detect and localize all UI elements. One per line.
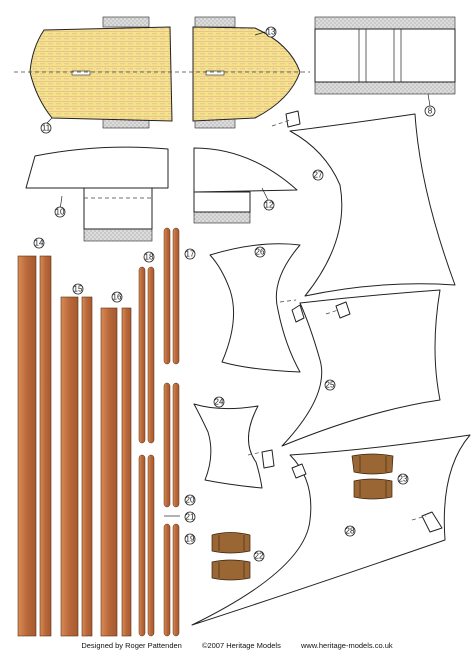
- part-label-23: 23: [397, 473, 409, 485]
- part-label-22: 22: [253, 550, 265, 562]
- svg-text:22: 22: [255, 552, 264, 561]
- spar-14: [17, 255, 52, 637]
- svg-text:25: 25: [326, 381, 335, 390]
- part-10-deck-panel: [25, 146, 169, 242]
- part-label-21: 21: [184, 511, 196, 523]
- part-label-10: 10: [54, 206, 66, 218]
- hull-half-left-icon: [29, 16, 173, 129]
- spar-20: [163, 382, 180, 508]
- spar-15: [60, 296, 93, 637]
- sail-25: [281, 289, 441, 447]
- svg-text:15: 15: [74, 285, 83, 294]
- part-12-deck-panel: [193, 147, 298, 224]
- svg-text:26: 26: [256, 248, 265, 257]
- spar-18: [138, 266, 155, 444]
- part-label-18: 18: [143, 251, 155, 263]
- svg-text:10: 10: [56, 208, 65, 217]
- svg-text:13: 13: [267, 28, 276, 37]
- svg-text:17: 17: [186, 250, 195, 259]
- part-label-8: 8: [424, 105, 436, 117]
- svg-text:20: 20: [186, 496, 195, 505]
- part-label-24: 24: [213, 396, 225, 408]
- part-8-deck-frame: [314, 16, 456, 107]
- svg-text:27: 27: [314, 171, 323, 180]
- part-label-19: 19: [184, 533, 196, 545]
- part-label-27: 27: [312, 169, 324, 181]
- part-label-11: 11: [40, 117, 53, 134]
- part-label-25: 25: [324, 379, 336, 391]
- svg-text:18: 18: [145, 253, 154, 262]
- svg-text:8: 8: [428, 107, 433, 116]
- part-label-12: 12: [263, 199, 275, 211]
- part-label-14: 14: [33, 237, 45, 249]
- spar-19: [138, 454, 180, 637]
- svg-text:11: 11: [42, 124, 51, 133]
- copyright-notice: ©2007 Heritage Models: [201, 641, 281, 650]
- designer-credit: Designed by Roger Pattenden: [81, 641, 182, 650]
- spar-16: [100, 307, 132, 637]
- hull-half-right-icon: [192, 16, 301, 129]
- part-label-28: 28: [344, 525, 356, 537]
- svg-text:19: 19: [186, 535, 195, 544]
- part-label-16: 16: [111, 291, 123, 303]
- sail-26: [209, 243, 305, 373]
- part-label-17: 17: [184, 248, 196, 260]
- svg-text:14: 14: [35, 239, 44, 248]
- part-label-15: 15: [72, 283, 84, 295]
- website-link[interactable]: www.heritage-models.co.uk: [300, 641, 393, 650]
- svg-text:28: 28: [346, 527, 355, 536]
- sail-27: [271, 110, 456, 297]
- sail-24: [193, 403, 275, 489]
- svg-text:21: 21: [186, 513, 195, 522]
- part-label-13: 13: [254, 26, 277, 38]
- part-label-26: 26: [254, 246, 266, 258]
- spar-17: [163, 227, 180, 365]
- footer-credits: Designed by Roger Pattenden ©2007 Herita…: [0, 641, 474, 650]
- svg-text:24: 24: [215, 398, 224, 407]
- part-label-20: 20: [184, 494, 196, 506]
- svg-text:12: 12: [265, 201, 274, 210]
- barrel-icon: [211, 453, 394, 581]
- svg-text:16: 16: [113, 293, 122, 302]
- svg-text:23: 23: [399, 475, 408, 484]
